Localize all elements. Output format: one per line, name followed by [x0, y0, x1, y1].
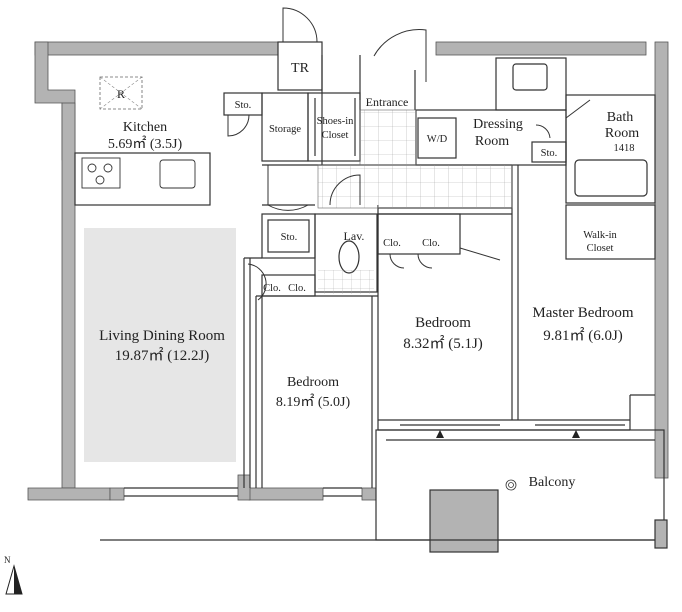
walkin-line1: Walk-in: [583, 230, 617, 241]
balcony-label: Balcony: [529, 475, 576, 490]
sto-top-label: Sto.: [235, 100, 252, 111]
dressing-line1: Dressing: [473, 117, 523, 132]
outer-walls: [27, 41, 669, 501]
entrance-label: Entrance: [366, 95, 409, 109]
sink-icon: [159, 159, 196, 189]
stove-icon: [81, 157, 121, 189]
lav-label: Lav.: [344, 229, 365, 243]
bath-size: 1418: [614, 143, 635, 154]
walkin-line2: Closet: [587, 243, 614, 254]
bedroom2-area: 8.32㎡ (5.1J): [403, 335, 483, 352]
hallway-tiles: [317, 164, 513, 209]
tr-label: TR: [291, 61, 310, 76]
kitchen-name: Kitchen: [123, 120, 167, 135]
clo-label-3: Clo.: [383, 238, 401, 249]
lav-tiles: [318, 270, 374, 294]
interior-walls: [74, 41, 668, 553]
master-name: Master Bedroom: [532, 305, 634, 321]
clo-label-4: Clo.: [422, 238, 440, 249]
bedroom1-area: 8.19㎡ (5.0J): [276, 394, 351, 410]
bedroom1-name: Bedroom: [287, 375, 339, 390]
sto-bath-label: Sto.: [541, 148, 558, 159]
living-name: Living Dining Room: [99, 328, 225, 344]
window-marker-2: [572, 430, 580, 438]
north-arrow-icon: N: [4, 555, 23, 595]
shoes-closet-line2: Closet: [322, 130, 349, 141]
clo-label-1: Clo.: [263, 283, 281, 294]
door-swings: [227, 7, 591, 301]
clo-label-2: Clo.: [288, 283, 306, 294]
entrance-tiles: [359, 109, 417, 166]
master-area: 9.81㎡ (6.0J): [543, 327, 623, 344]
kitchen-area: 5.69㎡ (3.5J): [108, 136, 183, 152]
sto-mid-label: Sto.: [281, 232, 298, 243]
outdoor-unit-icon: [505, 479, 517, 491]
wd-label: W/D: [427, 134, 448, 145]
refrigerator-space: [99, 76, 143, 110]
bath-line2: Room: [605, 126, 639, 141]
bath-line1: Bath: [607, 110, 633, 125]
storage-label: Storage: [269, 124, 301, 135]
living-area: 19.87㎡ (12.2J): [115, 347, 210, 364]
living-dining-area: [84, 228, 236, 462]
window-marker-1: [436, 430, 444, 438]
dressing-line2: Room: [475, 134, 509, 149]
refrigerator-label: R: [117, 87, 125, 101]
svg-text:N: N: [4, 555, 11, 565]
bedroom2-name: Bedroom: [415, 315, 471, 331]
shoes-closet-line1: Shoes-in: [317, 116, 355, 127]
